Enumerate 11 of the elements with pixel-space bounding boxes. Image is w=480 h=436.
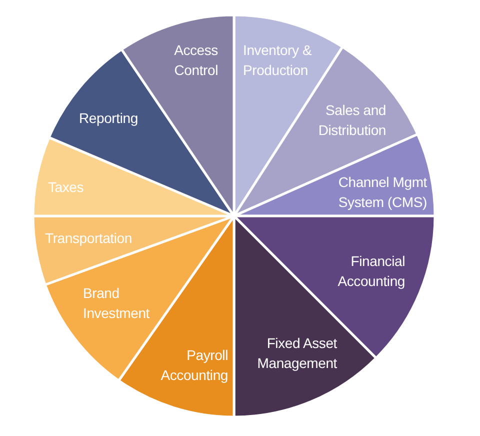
segment-label: Fixed Asset Management [256,334,337,373]
segment-label: Inventory & Production [243,41,313,80]
segment-label: Financial Accounting [336,252,405,291]
segment-label: Transportation [45,229,133,248]
segment-label: Payroll Accounting [160,346,228,385]
segment-label: Channel Mgmt System (CMS) [337,173,427,212]
segment-label: Access Control [173,41,218,80]
segment-label: Brand Investment [83,284,150,323]
segment-label: Reporting [79,109,139,128]
segment-label: Taxes [48,178,85,197]
segment-label: Sales and Distribution [317,101,386,140]
